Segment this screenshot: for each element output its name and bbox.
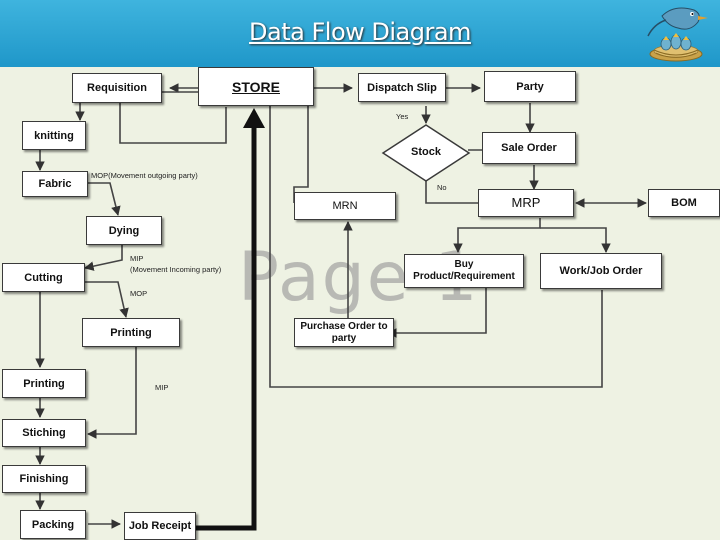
packing-box: Packing xyxy=(20,510,86,539)
dispatch-slip-box: Dispatch Slip xyxy=(358,73,446,102)
knitting-box: knitting xyxy=(22,121,86,150)
fabric-box: Fabric xyxy=(22,171,88,197)
printing-left-box: Printing xyxy=(2,369,86,398)
mop-label: MOP xyxy=(130,289,147,298)
work-job-order-box: Work/Job Order xyxy=(540,253,662,289)
finishing-box: Finishing xyxy=(2,465,86,493)
stock-decision: Stock xyxy=(383,146,469,158)
no-label: No xyxy=(437,183,447,192)
mip-incoming-label: MIP xyxy=(130,254,143,263)
mrn-box: MRN xyxy=(294,192,396,220)
buy-product-box: Buy Product/Requirement xyxy=(404,254,524,288)
mip-incoming-desc-label: (Movement Incoming party) xyxy=(130,265,221,274)
mip-label: MIP xyxy=(155,383,168,392)
requisition-box: Requisition xyxy=(72,73,162,103)
party-box: Party xyxy=(484,71,576,102)
store-box: STORE xyxy=(198,67,314,106)
mrp-box: MRP xyxy=(478,189,574,217)
cutting-box: Cutting xyxy=(2,263,85,292)
dying-box: Dying xyxy=(86,216,162,245)
bom-box: BOM xyxy=(648,189,720,217)
sale-order-box: Sale Order xyxy=(482,132,576,164)
printing-center-box: Printing xyxy=(82,318,180,347)
stiching-box: Stiching xyxy=(2,419,86,447)
purchase-order-box: Purchase Order to party xyxy=(294,318,394,347)
yes-label: Yes xyxy=(396,112,408,121)
mop-outgoing-label: MOP(Movement outgoing party) xyxy=(91,171,198,180)
job-receipt-box: Job Receipt xyxy=(124,512,196,540)
